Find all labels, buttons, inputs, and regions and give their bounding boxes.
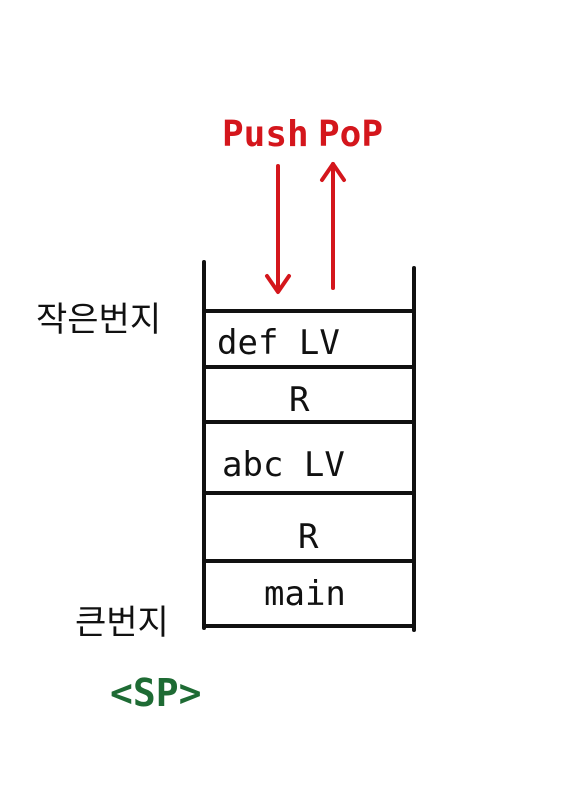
stack-cell-def-lv: def LV <box>217 323 340 363</box>
low-address-label: 작은번지 <box>36 300 161 340</box>
sp-label: <SP> <box>110 671 202 715</box>
stack-cell-r-lower: R <box>298 517 319 557</box>
push-label: Push <box>222 114 309 155</box>
pop-label: PoP <box>318 114 383 155</box>
stack-cell-main: main <box>264 574 346 614</box>
high-address-label: 큰번지 <box>75 603 169 643</box>
stack-cell-abc-lv: abc LV <box>222 445 345 485</box>
stack-cell-r-upper: R <box>289 380 310 420</box>
stack-dividers <box>202 309 416 628</box>
pop-arrow <box>320 162 346 290</box>
push-arrow <box>265 164 291 294</box>
